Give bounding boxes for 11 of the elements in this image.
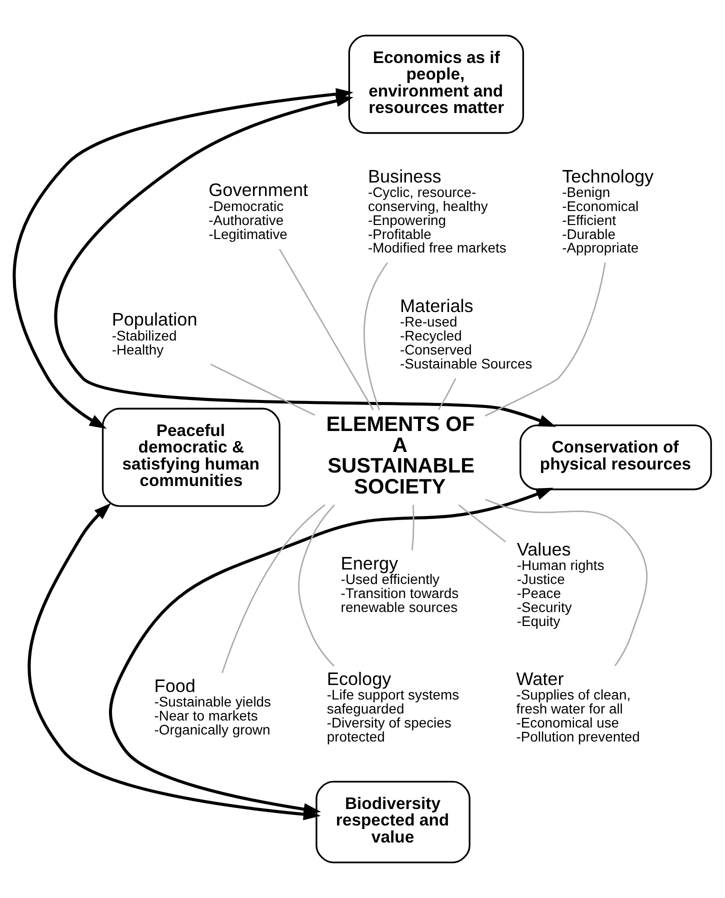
node-text: Water -Supplies of clean, fresh water for all -Economical use -Pollution prevented xyxy=(516,668,640,744)
node-text: Materials -Re-used -Recycled -Conserved -Sustainable Sources xyxy=(400,296,532,372)
node-text: Energy -Used efficiently -Transition towards renewable sources xyxy=(340,553,459,615)
node-text: Ecology -Life support systems safeguarded -Diversity of species protected xyxy=(326,668,460,744)
node-text: Business -Cyclic, resource- conserving, healthy -Enpowering -Profitable -Modified free markets xyxy=(368,166,506,256)
node-text: Food -Sustainable yields -Near to markets -Organically grown xyxy=(154,676,272,738)
node-text: Technology -Benign -Economical -Efficient -Durable -Appropriate xyxy=(562,166,654,256)
node-text: Values -Human rights -Justice -Peace -Security -Equity xyxy=(516,539,604,629)
node-text: Population -Stabilized -Healthy xyxy=(112,310,198,358)
node-text: Government -Democratic -Authorative -Legitimative xyxy=(208,180,308,242)
node-text: ELEMENTS OF A SUSTAINABLE SOCIETY xyxy=(326,412,475,499)
